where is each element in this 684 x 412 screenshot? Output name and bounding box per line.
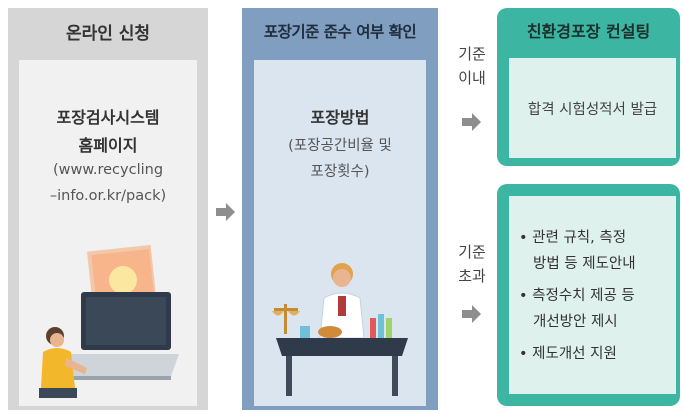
branch-pass-label: 기준 이내: [450, 42, 494, 90]
step2-detail-line2: 포장횟수): [310, 164, 370, 180]
bullet-3-line1: • 제도개선 지원: [519, 346, 617, 362]
step-standard-check: 포장기준 준수 여부 확인 포장방법 (포장공간비율 및 포장횟수): [242, 8, 438, 410]
step1-title-line1: 포장검사시스템: [56, 108, 160, 127]
result-fail-body: • 관련 규칙, 측정 방법 등 제도안내 • 측정수치 제공 등 개선방안 제…: [509, 196, 676, 394]
bullet-2-line2: 개선방안 제시: [533, 314, 618, 330]
bullet-2-line1: • 측정수치 제공 등: [519, 288, 635, 304]
branch-fail-label: 기준 초과: [450, 240, 494, 288]
arrow-right-icon: [216, 203, 235, 221]
step1-header: 온라인 신청: [65, 23, 151, 44]
step2-header: 포장기준 준수 여부 확인: [263, 23, 417, 41]
step2-detail-line1: (포장공간비율 및: [288, 138, 392, 154]
step1-body: 포장검사시스템 홈페이지 (www.recycling –info.or.kr/…: [19, 60, 197, 406]
branch-pass-label-line1: 기준: [458, 45, 486, 63]
result-pass-text: 합격 시험성적서 발급: [509, 58, 676, 158]
result-pass-header: 친환경포장 컨설팅: [526, 22, 651, 41]
step1-title-line2: 홈페이지: [78, 136, 138, 155]
branch-fail-label-line1: 기준: [458, 243, 486, 261]
result-pass-box: 친환경포장 컨설팅 합격 시험성적서 발급: [497, 8, 680, 166]
bullet-1-line1: • 관련 규칙, 측정: [519, 230, 627, 246]
step-online-application: 온라인 신청 포장검사시스템 홈페이지 (www.recycling –info…: [8, 8, 208, 410]
laptop-user-illustration: [39, 244, 179, 398]
result-fail-box: • 관련 규칙, 측정 방법 등 제도안내 • 측정수치 제공 등 개선방안 제…: [497, 184, 680, 406]
step2-body: 포장방법 (포장공간비율 및 포장횟수): [254, 60, 426, 406]
lab-scientist-illustration: [272, 263, 408, 396]
bullet-1-line2: 방법 등 제도안내: [533, 256, 636, 272]
arrow-right-icon: [462, 113, 481, 131]
step1-url-line2: –info.or.kr/pack): [49, 188, 167, 204]
branch-pass-label-line2: 이내: [458, 69, 486, 87]
step1-url-line1: (www.recycling: [52, 162, 164, 178]
arrow-right-icon: [462, 305, 481, 323]
branch-fail-label-line2: 초과: [458, 267, 486, 285]
step2-title: 포장방법: [310, 108, 370, 127]
